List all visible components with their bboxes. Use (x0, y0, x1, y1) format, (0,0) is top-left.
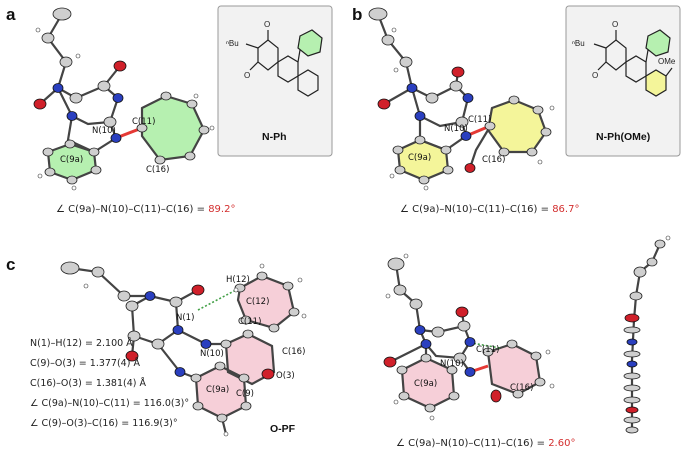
label-n10: N(10) (440, 359, 464, 369)
measurement-4: ∠ C(9)–O(3)–C(16) = 116.9(3)° (30, 418, 178, 429)
label-n1: N(1) (176, 313, 194, 323)
label-c9a: C(9a) (414, 379, 437, 389)
panel-b-skeletal-structure (593, 29, 673, 97)
panel-d: C(11) N(10) C(9a) C(16) ∠ C(9a)–N(10)–C(… (383, 235, 671, 449)
label-c9a: C(9a) (408, 153, 431, 163)
label-c12: C(12) (246, 297, 269, 307)
inset-b-ome: OMe (658, 57, 676, 66)
panel-c-atoms (60, 261, 307, 437)
inset-a-o-bottom: O (244, 71, 250, 80)
measurement-1: C(9)–O(3) = 1.377(4) Å (30, 357, 140, 369)
label-n10: N(10) (200, 349, 224, 359)
panel-c: c (6, 255, 307, 437)
panel-b-inset: O O ⁿBu OMe N-Ph(OMe) (565, 5, 681, 157)
inset-b-o-bottom: O (592, 71, 598, 80)
panel-d-side-view (623, 235, 671, 434)
label-c11: C(11) (476, 345, 499, 355)
label-c9a: C(9a) (60, 155, 83, 165)
label-c16: C(16) (146, 165, 169, 175)
panel-a-atoms (33, 7, 215, 191)
label-c9: C(9) (236, 389, 254, 399)
panel-a-letter: a (6, 5, 16, 24)
inset-a-o-top: O (264, 20, 270, 29)
label-o3: O(3) (276, 371, 295, 381)
panel-b-angle: ∠ C(9a)–N(10)–C(11)–C(16) = 86.7° (400, 204, 579, 215)
label-c11: C(11) (468, 115, 491, 125)
inset-a-name: N-Ph (262, 131, 287, 143)
panel-a-angle: ∠ C(9a)–N(10)–C(11)–C(16) = 89.2° (56, 204, 235, 215)
panel-c-letter: c (6, 255, 15, 274)
panel-a-skeletal-structure (245, 29, 323, 97)
panel-a: a (6, 5, 333, 215)
measurement-0: N(1)–H(12) = 2.100 Å (30, 337, 133, 349)
panel-d-angle: ∠ C(9a)–N(10)–C(11)–C(16) = 2.60° (396, 438, 575, 449)
label-c9a: C(9a) (206, 385, 229, 395)
panel-b-atoms (368, 7, 555, 191)
label-c16: C(16) (482, 155, 505, 165)
inset-a-nbu: ⁿBu (226, 39, 239, 48)
label-n10: N(10) (92, 126, 116, 136)
inset-b-o-top: O (612, 20, 618, 29)
label-c16: C(16) (510, 383, 533, 393)
panel-c-name: O-PF (270, 423, 296, 435)
inset-b-nbu: ⁿBu (572, 39, 585, 48)
measurement-2: C(16)–O(3) = 1.381(4) Å (30, 377, 146, 389)
panel-d-atoms (383, 253, 555, 421)
label-c11: C(11) (132, 117, 155, 127)
measurement-3: ∠ C(9a)–N(10)–C(11) = 116.0(3)° (30, 398, 189, 409)
label-c11: C(11) (238, 317, 261, 327)
label-h12: H(12) (226, 275, 250, 285)
label-c16: C(16) (282, 347, 305, 357)
panel-b-letter: b (352, 5, 362, 24)
label-n10: N(10) (444, 124, 468, 134)
panel-c-measurements: N(1)–H(12) = 2.100 Å C(9)–O(3) = 1.377(4… (30, 337, 189, 429)
inset-b-name: N-Ph(OMe) (596, 131, 650, 143)
panel-a-inset: O O ⁿBu N-Ph (217, 5, 333, 157)
panel-b: b (352, 5, 681, 215)
